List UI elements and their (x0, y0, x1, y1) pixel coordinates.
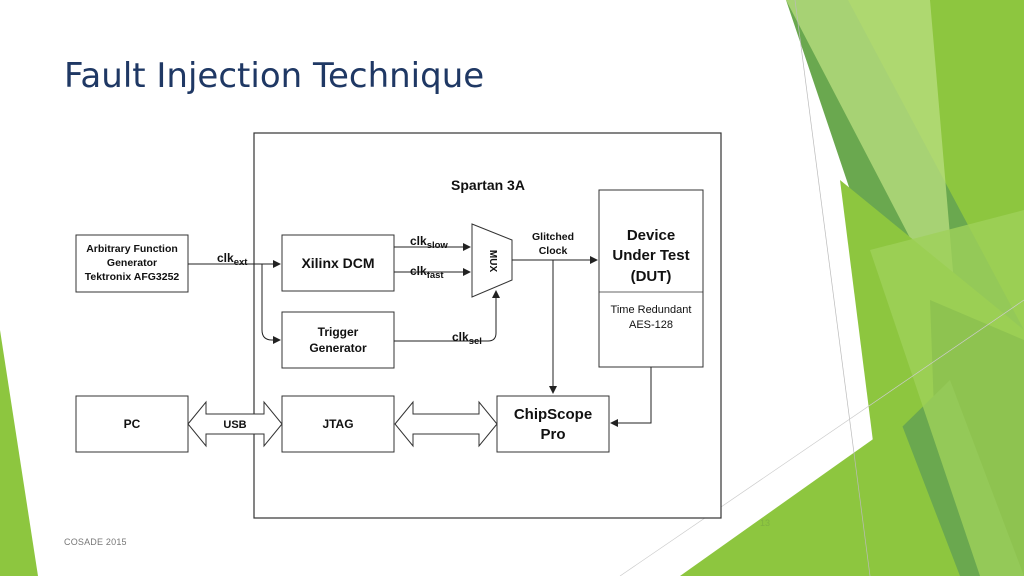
clk-ext-label: clkext (217, 251, 248, 268)
afg-label-3: Tektronix AFG3252 (85, 271, 180, 283)
jtag-box (281, 395, 395, 453)
afg-box (75, 234, 189, 293)
clk-fast-label: clkfast (410, 264, 444, 281)
mux-label: MUX (487, 250, 498, 273)
clk-ext-base: clk (217, 251, 234, 265)
dut-sub-1: Time Redundant (611, 304, 692, 316)
chipscope-label-1: ChipScope (514, 406, 592, 423)
glitched-label-1: Glitched (532, 231, 574, 243)
clk-sel-base: clk (452, 330, 469, 344)
slide-title: Fault Injection Technique (64, 56, 485, 96)
dut-title-1: Device (627, 227, 675, 244)
clk-slow-label: clkslow (410, 234, 448, 251)
clk-slow-sub: slow (427, 240, 449, 251)
trigger-label-1: Trigger (318, 325, 359, 339)
pc-label: PC (124, 417, 141, 431)
clk-fast-sub: fast (427, 270, 445, 281)
dut-to-chipscope-wire (610, 367, 652, 427)
dut-box (598, 189, 704, 368)
chipscope-label-2: Pro (540, 426, 565, 443)
clk-slow-base: clk (410, 234, 427, 248)
fpga-label: Spartan 3A (451, 177, 525, 193)
jtag-label: JTAG (322, 417, 353, 431)
trigger-branch-wire (261, 264, 281, 344)
trigger-box (281, 311, 395, 369)
dcm-box (281, 234, 395, 292)
trigger-label-2: Generator (309, 341, 367, 355)
dut-title-2: Under Test (612, 247, 689, 264)
pc-box (75, 395, 189, 453)
clk-ext-sub: ext (234, 257, 249, 268)
page-number: 13 (760, 518, 771, 528)
dcm-label: Xilinx DCM (301, 255, 374, 271)
mux-shape (471, 223, 513, 298)
clk-sel-sub: sel (469, 336, 482, 347)
dut-sub-2: AES-128 (629, 319, 673, 331)
clk-sel-label: clksel (452, 330, 482, 347)
clk-fast-base: clk (410, 264, 427, 278)
dut-title-3: (DUT) (631, 268, 672, 285)
afg-label-1: Arbitrary Function (86, 243, 178, 255)
footer-text: COSADE 2015 (64, 537, 127, 547)
afg-label-2: Generator (107, 257, 157, 269)
glitched-label-2: Clock (539, 245, 568, 257)
usb-label: USB (223, 419, 246, 431)
clk-sel-wire (394, 290, 500, 342)
chipscope-box (496, 395, 610, 453)
